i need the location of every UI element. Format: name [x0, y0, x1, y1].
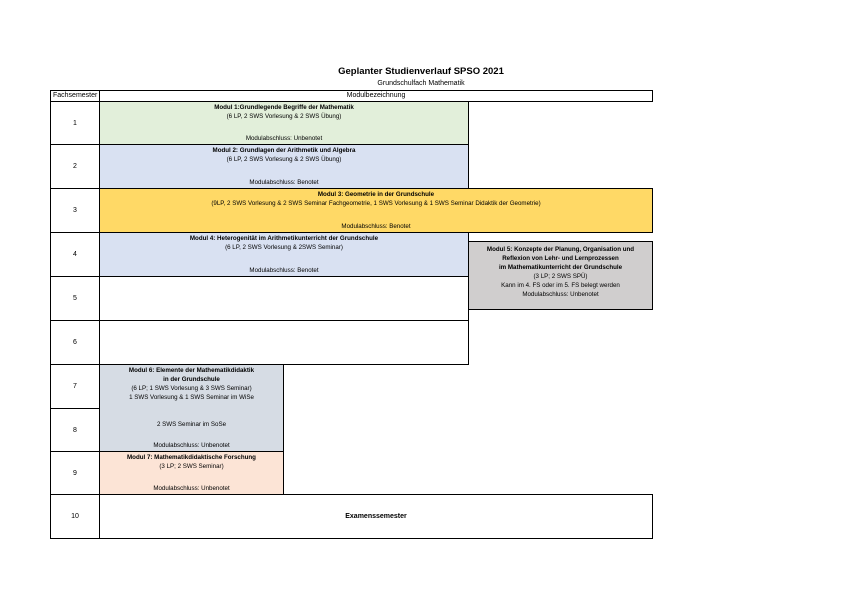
empty-cell-5: [99, 276, 469, 321]
module-1-exam: Modulabschluss: Unbenotet: [245, 135, 323, 142]
module-7-details: (3 LP; 2 SWS Seminar): [159, 463, 224, 470]
exam-semester-cell: Examenssemester: [99, 494, 653, 539]
semester-cell-1: 1: [50, 101, 100, 145]
module-7-cell: Modul 7: Mathematikdidaktische Forschung…: [99, 451, 284, 495]
module-4-cell: Modul 4: Heterogenität im Arithmetikunte…: [99, 232, 469, 277]
module-1-cell: Modul 1:Grundlegende Begriffe der Mathem…: [99, 101, 469, 145]
page-title: Geplanter Studienverlauf SPSO 2021: [338, 66, 504, 77]
module-2-title: Modul 2: Grundlagen der Arithmetik und A…: [212, 147, 356, 154]
module-7-title: Modul 7: Mathematikdidaktische Forschung: [127, 454, 256, 461]
module-6-details: (6 LP; 1 SWS Vorlesung & 3 SWS Seminar): [131, 385, 252, 392]
module-2-details: (6 LP, 2 SWS Vorlesung & 2 SWS Übung): [226, 156, 342, 163]
module-1-details: (6 LP, 2 SWS Vorlesung & 2 SWS Übung): [226, 113, 342, 120]
module-5-title-line-2: Reflexion von Lehr- und Lernprozessen: [502, 255, 619, 262]
module-3-exam: Modulabschluss: Benotet: [341, 223, 411, 230]
semester-cell-2: 2: [50, 144, 100, 189]
module-5-note: Kann im 4. FS oder im 5. FS belegt werde…: [501, 282, 620, 289]
module-2-cell: Modul 2: Grundlagen der Arithmetik und A…: [99, 144, 469, 189]
module-3-cell: Modul 3: Geometrie in der Grundschule (9…: [99, 188, 653, 233]
semester-cell-3: 3: [50, 188, 100, 233]
module-3-title: Modul 3: Geometrie in der Grundschule: [317, 191, 435, 198]
module-5-details: (3 LP; 2 SWS SPÜ): [533, 273, 588, 280]
semester-cell-4: 4: [50, 232, 100, 277]
module-4-exam: Modulabschluss: Benotet: [249, 267, 319, 274]
semester-cell-9: 9: [50, 451, 100, 495]
module-4-details: (6 LP, 2 SWS Vorlesung & 2SWS Seminar): [225, 244, 343, 251]
module-2-exam: Modulabschluss: Benotet: [249, 179, 319, 186]
empty-cell-6: [99, 320, 469, 365]
module-5-title-line-1: Modul 5: Konzepte der Planung, Organisat…: [486, 246, 635, 253]
module-6-sose: 2 SWS Seminar im SoSe: [156, 421, 227, 428]
module-6-title-line-2: in der Grundschule: [163, 376, 220, 383]
module-1-title: Modul 1:Grundlegende Begriffe der Mathem…: [214, 104, 354, 111]
semester-cell-8: 8: [50, 408, 100, 452]
semester-cell-5: 5: [50, 276, 100, 321]
semester-cell-7: 7: [50, 364, 100, 409]
module-6-title-line-1: Modul 6: Elemente der Mathematikdidaktik: [128, 367, 255, 374]
module-4-title: Modul 4: Heterogenität im Arithmetikunte…: [189, 235, 379, 242]
module-7-exam: Modulabschluss: Unbenotet: [153, 485, 230, 492]
module-5-title-line-3: im Mathematikunterricht der Grundschule: [498, 264, 623, 271]
module-6-wise: 1 SWS Vorlesung & 1 SWS Seminar im WiSe: [129, 394, 254, 401]
module-5-cell: Modul 5: Konzepte der Planung, Organisat…: [468, 241, 653, 310]
module-6-cell: Modul 6: Elemente der Mathematikdidaktik…: [99, 364, 284, 452]
semester-cell-6: 6: [50, 320, 100, 365]
page-subtitle: Grundschulfach Mathematik: [377, 80, 465, 87]
module-5-exam: Modulabschluss: Unbenotet: [522, 291, 599, 298]
module-6-exam: Modulabschluss: Unbenotet: [153, 442, 230, 449]
semester-cell-10: 10: [50, 494, 100, 539]
module-3-details: (9LP, 2 SWS Vorlesung & 2 SWS Seminar Fa…: [211, 200, 541, 207]
